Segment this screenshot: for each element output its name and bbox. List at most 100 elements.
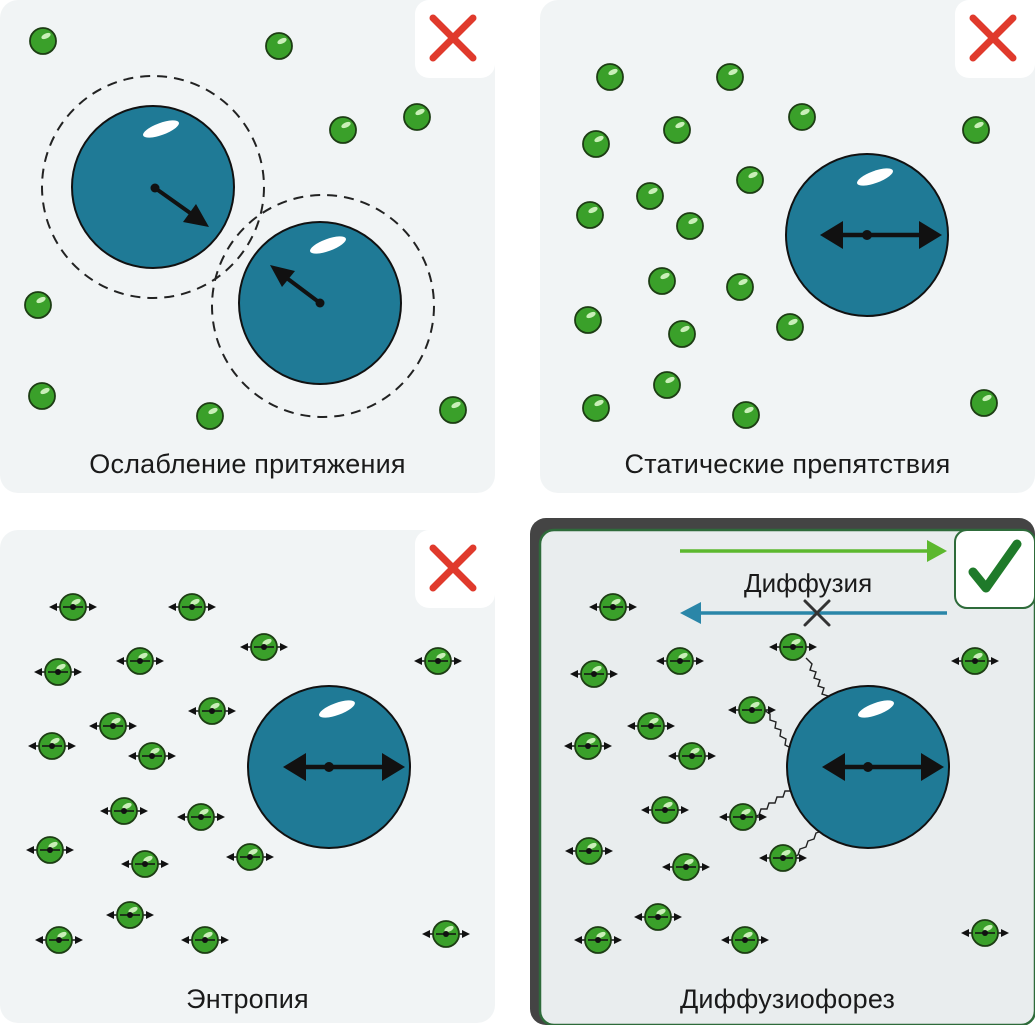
solute-particle <box>759 844 807 872</box>
panel-caption: Энтропия <box>186 984 309 1014</box>
oscillation-arrow <box>822 753 944 781</box>
check-icon <box>968 539 1022 593</box>
panel-graphic <box>530 518 1035 1025</box>
solute-particle <box>596 63 624 91</box>
solute-particle <box>716 63 744 91</box>
solute-particles <box>564 593 1009 954</box>
highlight <box>857 168 893 186</box>
solute-particle <box>769 633 817 661</box>
solute-particle <box>636 182 664 210</box>
solute-particle <box>177 803 225 831</box>
solute-particle <box>26 836 74 864</box>
solute-particle <box>240 633 288 661</box>
solute-particle <box>49 593 97 621</box>
interaction-range <box>41 75 265 299</box>
panel-caption: Статические препятствия <box>624 449 951 479</box>
solute-particle <box>576 201 604 229</box>
solute-particle <box>181 926 229 954</box>
solute-particle <box>28 382 56 410</box>
solute-particle <box>35 926 83 954</box>
panel-attraction-weakening: Ослабление притяжения <box>0 0 495 493</box>
solute-particle <box>582 130 610 158</box>
highlight <box>319 700 355 718</box>
solute-particle <box>951 647 999 675</box>
solute-particle <box>570 660 618 688</box>
diffusion-label: Диффузия <box>744 568 873 598</box>
solute-particle <box>24 291 52 319</box>
highlight <box>858 700 894 718</box>
solute-particle <box>736 166 764 194</box>
panel-static-obstacles: Статические препятствия <box>540 0 1035 493</box>
solute-particle <box>564 732 612 760</box>
solute-particle <box>788 103 816 131</box>
solute-particle <box>719 803 767 831</box>
panel-graphic <box>0 530 495 1023</box>
solute-particle <box>676 212 704 240</box>
solute-particle <box>168 593 216 621</box>
panel-graphic <box>0 0 495 493</box>
cross-icon <box>429 14 477 62</box>
solute-particle <box>721 926 769 954</box>
oscillation-arrow <box>820 221 942 249</box>
solute-particle <box>970 389 998 417</box>
highlight <box>310 236 346 254</box>
solute-particle <box>28 732 76 760</box>
solute-particle <box>116 647 164 675</box>
solute-particle <box>403 103 431 131</box>
panel-diffusiophoresis: Диффузия Диффузиофорез <box>530 518 1035 1025</box>
solute-particles <box>26 593 470 954</box>
solute-particle <box>121 850 169 878</box>
solute-particle <box>265 32 293 60</box>
solute-particle <box>663 116 691 144</box>
blocked-cross-icon <box>803 599 831 627</box>
solute-particle <box>656 647 704 675</box>
solute-particle <box>565 837 613 865</box>
solute-particle <box>962 116 990 144</box>
solute-particle <box>589 593 637 621</box>
solute-particle <box>961 919 1009 947</box>
panel-caption: Ослабление притяжения <box>89 449 406 479</box>
solute-particle <box>776 313 804 341</box>
solute-particle <box>196 402 224 430</box>
solute-particle <box>439 396 467 424</box>
oscillation-arrow <box>283 753 405 781</box>
solute-particle <box>574 926 622 954</box>
highlight <box>143 120 179 138</box>
cross-icon <box>969 14 1017 62</box>
solute-particles <box>24 27 467 430</box>
solute-particle <box>627 712 675 740</box>
interaction-range <box>211 194 435 418</box>
solute-particle <box>422 920 470 948</box>
solute-particle <box>34 658 82 686</box>
panel-caption: Диффузиофорез <box>679 984 896 1014</box>
attraction-arrow <box>150 183 209 227</box>
solute-particle <box>634 903 682 931</box>
solute-particle <box>662 853 710 881</box>
solute-particle <box>641 796 689 824</box>
solute-particle <box>732 401 760 429</box>
solute-particle <box>728 696 776 724</box>
solute-particle <box>188 697 236 725</box>
panel-background <box>0 530 495 1023</box>
solute-particle <box>128 742 176 770</box>
diffusion-arrow <box>680 540 947 562</box>
attraction-arrow <box>270 265 325 308</box>
solute-particle <box>89 712 137 740</box>
solute-particle <box>414 647 462 675</box>
panel-entropy: Энтропия <box>0 530 495 1023</box>
panel-graphic <box>540 0 1035 493</box>
solute-particle <box>582 394 610 422</box>
solute-particle <box>100 797 148 825</box>
solute-particle <box>226 843 274 871</box>
solute-particle <box>574 306 602 334</box>
solute-particle <box>726 273 754 301</box>
solute-particle <box>648 267 676 295</box>
solute-particle <box>106 901 154 929</box>
solute-particle <box>668 320 696 348</box>
solute-particles <box>574 63 998 429</box>
solute-particle <box>29 27 57 55</box>
cross-icon <box>429 544 477 592</box>
solute-particle <box>668 742 716 770</box>
solute-particle <box>653 371 681 399</box>
reverse-flow-arrow <box>680 602 947 624</box>
